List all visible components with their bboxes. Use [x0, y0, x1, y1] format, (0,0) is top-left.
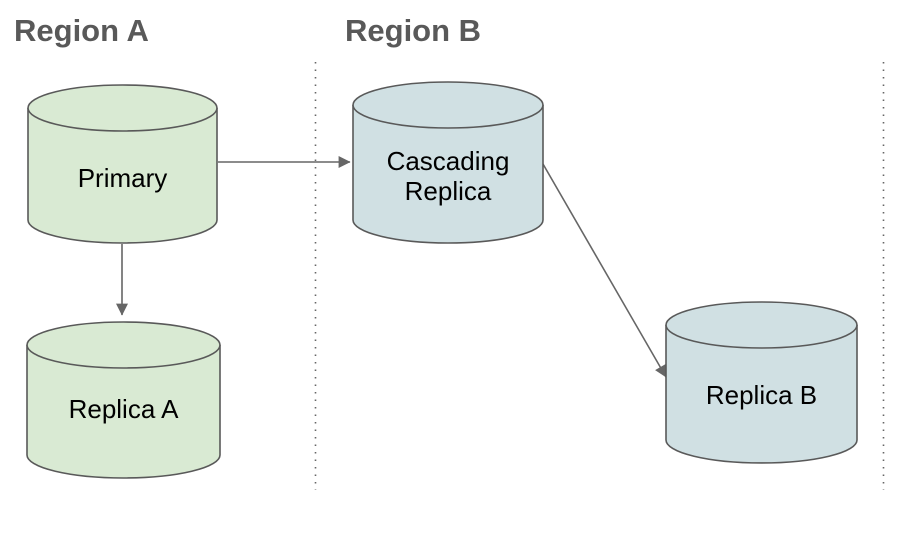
primary-db-body [27, 108, 218, 244]
replica-a-db-label: Replica A [69, 394, 179, 424]
cascading-replica-db-label-line1: Cascading [387, 146, 510, 176]
replica-a-db-top [26, 321, 221, 369]
primary-db-label: Primary [78, 163, 168, 193]
cascading-replica-db-cylinder: Cascading Replica [352, 81, 544, 244]
primary-db-cylinder: Primary [27, 84, 218, 244]
replica-b-db-cylinder: Replica B [665, 301, 858, 464]
region-b-label: Region B [345, 13, 481, 48]
replica-a-db-cylinder: Replica A [26, 321, 221, 479]
cascading-replica-db-label-line2: Replica [405, 176, 492, 206]
replica-b-db-top [665, 301, 858, 349]
cascading-replica-db-top [352, 81, 544, 129]
replica-b-db-body [665, 325, 858, 464]
primary-db-top [27, 84, 218, 132]
replica-b-db-label: Replica B [706, 380, 817, 410]
cascading-replica-db-body [352, 105, 544, 244]
arrow-cascading-replica-to-replica-b [542, 163, 667, 378]
region-a-label: Region A [14, 13, 149, 48]
replica-a-db-body [26, 345, 221, 479]
